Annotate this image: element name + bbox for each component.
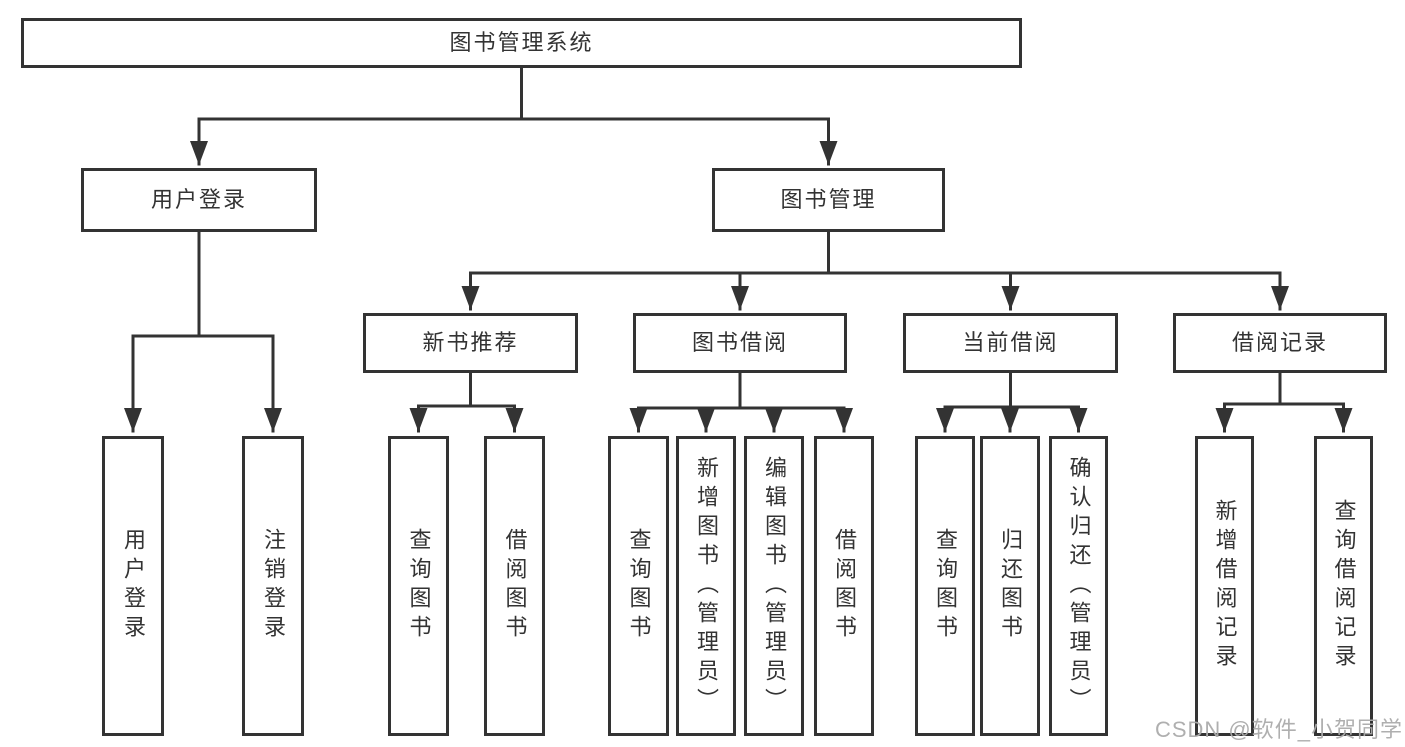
node-new-book-recommend: 新书推荐 bbox=[363, 313, 578, 373]
node-label: 新书推荐 bbox=[422, 330, 519, 355]
node-label: 图书借阅 bbox=[691, 330, 788, 355]
node-book-management: 图书管理 bbox=[712, 168, 945, 232]
node-label: 用户登录 bbox=[150, 187, 247, 212]
node-borrow-books-recommend: 借阅图书 bbox=[484, 436, 545, 736]
node-label: 查询借阅记录 bbox=[1331, 499, 1357, 673]
node-label: 借阅图书 bbox=[832, 528, 857, 644]
node-label: 查询图书 bbox=[626, 528, 652, 644]
node-label: 借阅图书 bbox=[502, 528, 528, 644]
node-return-books: 归还图书 bbox=[980, 436, 1040, 736]
node-label: 用户登录 bbox=[121, 528, 146, 644]
node-label: 借阅记录 bbox=[1231, 330, 1328, 355]
node-edit-books-admin: 编辑图书（管理员） bbox=[744, 436, 804, 736]
node-label: 确认归还（管理员） bbox=[1066, 455, 1092, 717]
node-query-borrow-record: 查询借阅记录 bbox=[1314, 436, 1373, 736]
node-label: 查询图书 bbox=[933, 528, 958, 644]
node-query-books-current: 查询图书 bbox=[915, 436, 975, 736]
node-confirm-return-admin: 确认归还（管理员） bbox=[1049, 436, 1108, 736]
node-label: 编辑图书（管理员） bbox=[762, 455, 787, 717]
node-label: 当前借阅 bbox=[962, 330, 1059, 355]
node-query-books-recommend: 查询图书 bbox=[388, 436, 449, 736]
node-user-login: 用户登录 bbox=[102, 436, 164, 736]
node-user-login-module: 用户登录 bbox=[81, 168, 317, 232]
node-borrow-record: 借阅记录 bbox=[1173, 313, 1387, 373]
node-label: 图书管理 bbox=[780, 187, 877, 212]
node-current-borrow: 当前借阅 bbox=[903, 313, 1118, 373]
csdn-watermark: CSDN @软件_小贺同学 bbox=[1154, 717, 1403, 742]
node-label: 归还图书 bbox=[998, 528, 1023, 644]
node-label: 图书管理系统 bbox=[449, 30, 594, 55]
node-library-management-system: 图书管理系统 bbox=[21, 18, 1022, 68]
node-book-borrow: 图书借阅 bbox=[633, 313, 847, 373]
node-query-books-borrow: 查询图书 bbox=[608, 436, 669, 736]
node-add-borrow-record: 新增借阅记录 bbox=[1195, 436, 1254, 736]
node-borrow-books: 借阅图书 bbox=[814, 436, 874, 736]
node-label: 新增借阅记录 bbox=[1212, 499, 1238, 673]
node-add-books-admin: 新增图书（管理员） bbox=[676, 436, 736, 736]
node-label: 新增图书（管理员） bbox=[694, 455, 719, 717]
node-logout: 注销登录 bbox=[242, 436, 304, 736]
node-label: 注销登录 bbox=[261, 528, 286, 644]
node-label: 查询图书 bbox=[406, 528, 432, 644]
